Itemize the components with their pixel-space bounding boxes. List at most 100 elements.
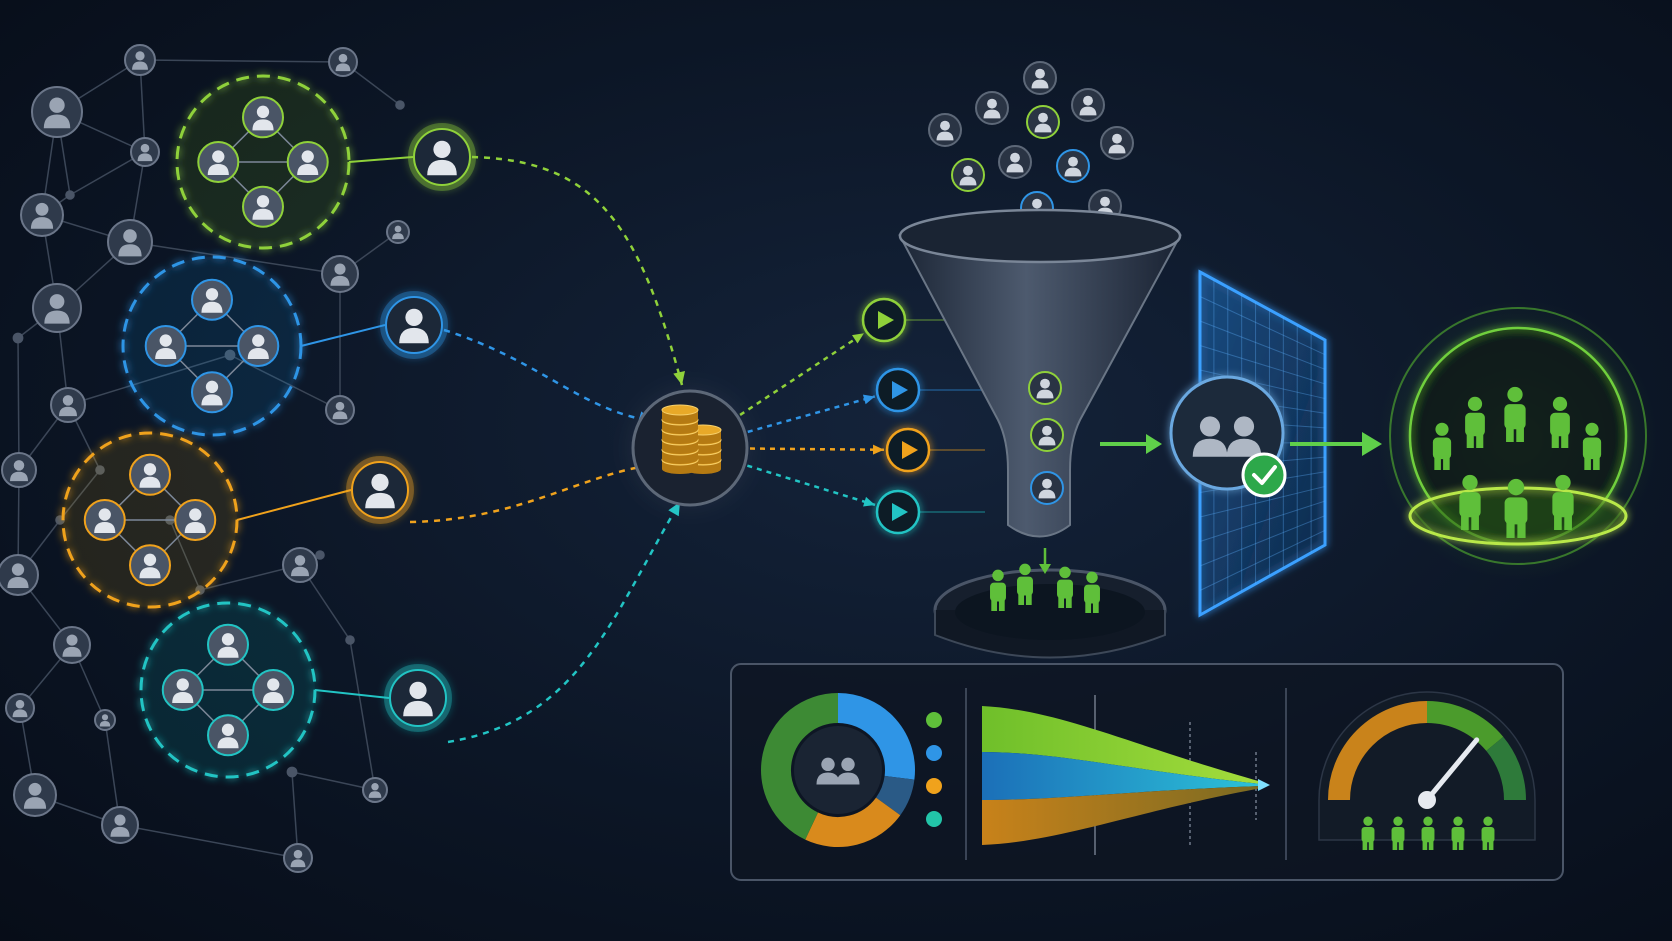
network-dot [286,766,298,778]
standing-person-icon [1481,816,1495,850]
donut-segment [875,775,915,816]
coin-hub [630,388,750,508]
standing-person-icon [1582,422,1602,470]
user-icon [365,473,395,509]
user-icon [1031,68,1049,89]
user-icon [99,714,111,727]
segment-member-icon [207,714,249,757]
network-user-icon [101,806,139,844]
network-link [17,337,20,471]
user-icon [1108,133,1126,154]
falling-user-icon [1026,105,1060,139]
segment-member-icon [242,96,284,139]
user-icon [936,120,954,141]
segment-member-icon [174,499,217,541]
channel-node-blue [875,367,985,413]
network-user-icon [386,220,410,244]
user-icon [262,678,284,704]
lead-user-icon [385,296,443,354]
stream-chart-icon [982,695,1270,855]
flow-arrow-orange [409,463,653,524]
user-icon [94,508,116,534]
user-icon [201,380,223,406]
grid-line [1199,296,1326,356]
falling-user-icon [1023,61,1057,95]
flow-arrow-teal [447,501,682,744]
funneled-user-icon [1030,471,1064,505]
standing-person-icon [1451,816,1465,850]
play-arrow-icon [902,441,918,459]
user-icon [290,849,306,868]
network-user-icon [130,137,160,167]
user-icon [1038,425,1056,446]
user-icon [247,334,269,360]
network-dot [315,550,325,560]
user-icon [1226,416,1262,457]
falling-user-icon [1071,88,1105,122]
channel-nodes [739,297,985,535]
funnel-rim [898,208,1182,264]
user-icon [399,308,429,344]
segment-cluster-teal [139,601,452,779]
network-user-icon [328,47,358,77]
user-icon [959,165,977,186]
legend-dot [926,712,942,728]
flow-band-green [982,706,1262,784]
segment-member-icon [161,669,204,711]
lead-connector [236,489,352,521]
user-icon [427,140,457,176]
user-icon [201,288,223,313]
user-icon [330,263,350,286]
gauge-hub [1418,791,1436,809]
segment-member-icon [252,669,295,711]
funneled-user-icon [1030,418,1064,452]
funneled-user-icon [1028,371,1062,405]
user-icon [207,150,229,176]
user-pair-icon [816,757,860,785]
grid-line [1199,485,1326,518]
segment-member-icon [129,453,171,496]
network-user-icon [321,255,359,293]
user-icon [1036,378,1054,399]
network-user-icon [13,773,57,817]
network-user-icon [20,193,64,237]
standing-person-icon [1459,474,1481,530]
arrowhead [872,444,885,455]
arrowhead [1362,432,1382,456]
user-icon [139,463,161,488]
segment-member-icon [286,141,329,183]
user-icon [12,699,28,718]
donut-center [794,726,882,814]
channel-node-green [861,297,985,343]
network-link [139,59,344,63]
legend-dot [926,811,942,827]
user-icon [816,757,840,785]
grid-line [1199,369,1326,400]
user-icon [1064,156,1082,177]
user-icon [7,563,29,589]
user-pair-icon [1192,416,1262,457]
grid-line [1199,529,1326,591]
flow-band-blue [982,752,1262,800]
network-dot [12,332,24,344]
grid-line [1199,320,1326,370]
user-icon [59,395,77,417]
user-icon [403,681,433,717]
legend-dot [926,778,942,794]
falling-user-icon [998,145,1032,179]
arrowhead [863,496,876,507]
network-link [291,771,376,791]
user-icon [184,508,206,534]
donut-segment [805,797,901,847]
network-dot [345,635,355,645]
lead-connector [314,689,390,699]
standing-person-icon [1361,816,1375,850]
user-icon [1192,416,1228,457]
standing-person-icon [1084,571,1100,613]
user-icon [118,229,142,257]
network-dot [65,190,75,200]
user-icon [23,782,47,809]
network-user-icon [31,86,83,138]
